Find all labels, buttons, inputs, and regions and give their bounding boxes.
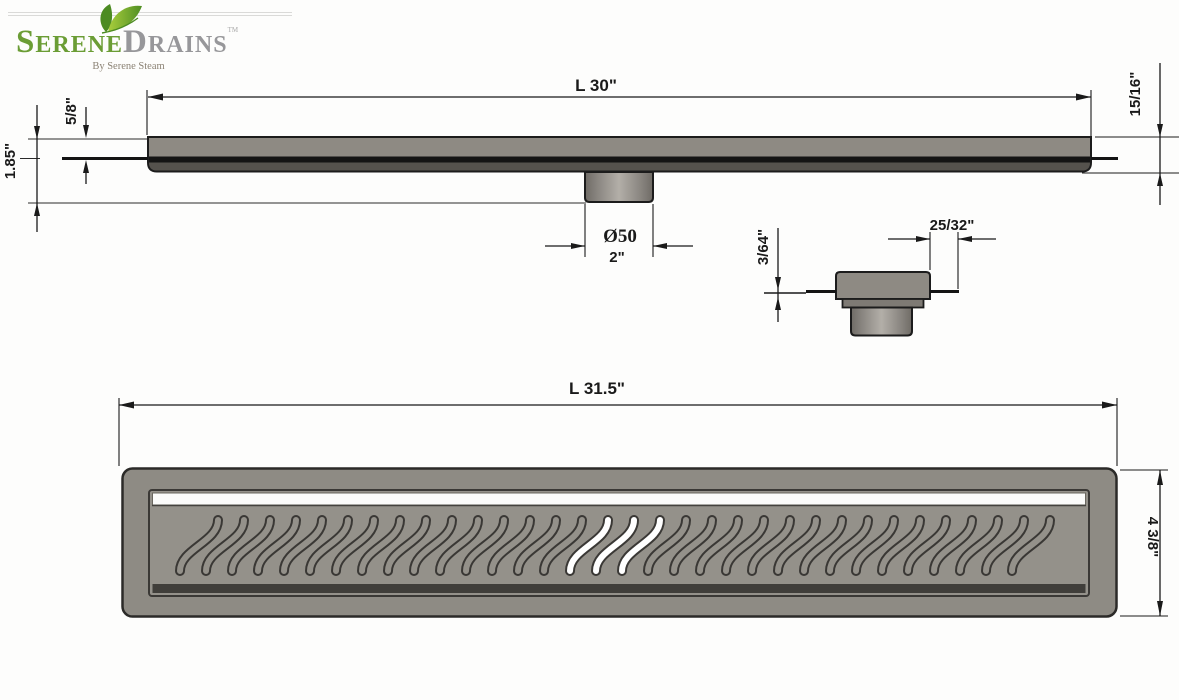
wave-slot	[203, 517, 247, 574]
wave-slot	[775, 517, 819, 574]
wave-slot	[333, 517, 377, 574]
wave-slot	[853, 517, 897, 574]
wave-slot	[489, 517, 533, 574]
scan-artifact-line	[8, 12, 292, 13]
plan-grate-view: L 31.5" 4 3/8"	[118, 379, 1168, 618]
dim-label-top-to-flange: 5/8"	[63, 97, 80, 125]
wave-slot	[177, 517, 221, 574]
dim-label-outlet-diameter: Ø50	[603, 226, 637, 247]
wave-slot	[541, 517, 585, 574]
grate-highlight-strip	[152, 492, 1086, 506]
wave-slot	[437, 517, 481, 574]
wave-slot	[879, 517, 923, 574]
dim-label-top-length: L 30"	[575, 76, 617, 95]
dim-label-flange-overhang: 25/32"	[930, 217, 975, 234]
wave-slot	[697, 517, 741, 574]
wave-slot	[749, 517, 793, 574]
dim-outlet	[545, 204, 693, 257]
wave-slot	[619, 517, 663, 574]
outlet-pipe-side	[584, 171, 654, 203]
wave-slot	[385, 517, 429, 574]
wave-slot	[567, 517, 611, 574]
wave-slot	[255, 517, 299, 574]
wave-slot	[827, 517, 871, 574]
dim-edge-height	[1082, 63, 1179, 205]
dim-top-to-flange	[83, 107, 89, 184]
wave-slot	[905, 517, 949, 574]
wave-slot	[281, 517, 325, 574]
wave-slot	[1009, 517, 1053, 574]
end-view-body	[835, 271, 931, 300]
dim-label-bottom-length: L 31.5"	[569, 379, 625, 398]
dim-top-length	[146, 90, 1092, 136]
trademark-symbol: TM	[227, 26, 239, 34]
grate-shadow-band	[152, 584, 1086, 593]
wave-slot	[645, 517, 689, 574]
wave-slot	[983, 517, 1027, 574]
side-elevation-view: L 30"	[2, 63, 1179, 266]
dim-label-outlet-width: 2"	[609, 249, 624, 266]
dim-bottom-length	[118, 398, 1118, 466]
brand-tagline: By Serene Steam	[92, 61, 165, 72]
leaf-icon	[90, 2, 146, 34]
end-section-view: 25/32" 3/64"	[755, 217, 996, 337]
wave-slot	[931, 517, 975, 574]
dim-label-edge-height: 15/16"	[1127, 72, 1144, 117]
channel-body	[147, 136, 1092, 173]
dim-total-height	[34, 105, 40, 232]
wave-slot	[515, 517, 559, 574]
wave-slot	[229, 517, 273, 574]
scan-artifact-line	[8, 15, 292, 16]
outlet-pipe-end	[850, 306, 913, 337]
wave-slot	[957, 517, 1001, 574]
end-view-lip	[841, 298, 925, 309]
wave-slot	[801, 517, 845, 574]
brand-name-drains: DRAINS	[123, 24, 228, 60]
dim-label-total-height: 1.85"	[2, 143, 19, 179]
wave-grate-slots	[175, 515, 1055, 576]
wave-slot	[671, 517, 715, 574]
wave-slot	[411, 517, 455, 574]
brand-name: SERENEDRAINSTM	[16, 26, 286, 59]
wave-slot	[359, 517, 403, 574]
brand-name-serene: SERENE	[16, 24, 124, 60]
wave-slot	[307, 517, 351, 574]
dim-flange-thickness	[764, 228, 806, 322]
dim-label-flange-thickness: 3/64"	[755, 229, 772, 265]
dim-flange-overhang	[888, 232, 996, 289]
dim-label-bottom-width: 4 3/8"	[1144, 517, 1161, 557]
wave-slot	[723, 517, 767, 574]
wave-slot	[463, 517, 507, 574]
dim-bottom-width	[1120, 469, 1168, 617]
wave-slot	[593, 517, 637, 574]
brand-logo: SERENEDRAINSTM By Serene Steam	[16, 4, 286, 72]
